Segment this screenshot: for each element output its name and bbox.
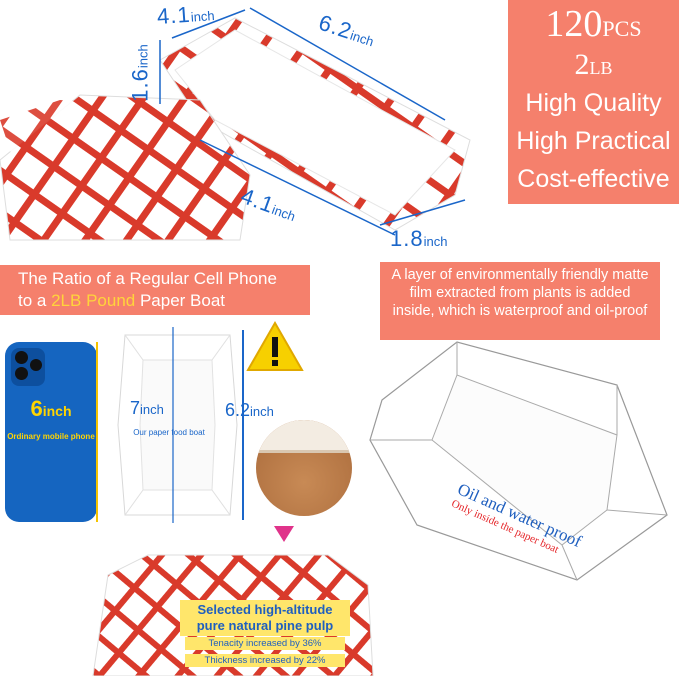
dim-height-unit: inch [135,44,151,69]
dim-bottom-width-unit: inch [269,201,298,225]
ratio-banner-highlight: 2LB Pound [51,291,136,310]
dim-top-width-unit: inch [190,8,216,25]
dim-top-width-value: 4.1 [156,1,192,29]
pulp-texture-image [256,420,352,516]
pulp-tenacity: Tenacity increased by 36% [185,637,345,650]
boat-length-unit: inch [140,402,164,417]
pulp-thickness: Thickness increased by 22% [185,654,345,667]
ratio-banner-prefix: to a [18,291,52,310]
dim-top-length-unit: inch [348,27,376,50]
promo-box: 120PCS 2LB High Quality High Practical C… [508,0,679,204]
phone-caption: Ordinary mobile phone [7,432,95,441]
boat-length-value: 7 [130,398,141,418]
phone-size-value: 6 [30,396,43,421]
promo-weight-unit: LB [589,58,613,78]
promo-feature-quality: High Quality [525,89,662,117]
warning-icon [246,320,304,371]
promo-count-value: 120 [545,3,603,45]
promo-count-unit: PCS [602,16,642,41]
phone-image: 6inch Ordinary mobile phone [5,342,97,522]
dim-bottom-height-unit: inch [423,234,448,249]
camera-module-icon [11,348,45,386]
boat-width-value: 6.2 [225,400,251,420]
dim-height: 1.6inch [128,44,154,101]
boat-width-unit: inch [250,404,274,419]
ratio-banner-line1: The Ratio of a Regular Cell Phone [18,269,277,288]
ratio-banner: The Ratio of a Regular Cell Phone to a 2… [0,265,310,315]
promo-feature-practical: High Practical [516,127,671,155]
top-boat-illustration [0,7,471,241]
pulp-headline-line1: Selected high-altitude [197,602,333,617]
boat-width: 6.2inch [225,400,274,421]
ratio-banner-line2: to a 2LB Pound Paper Boat [18,290,310,312]
film-note-text: A layer of environmentally friendly matt… [391,267,649,319]
phone-measure-line [96,342,98,522]
promo-feature-cost: Cost-effective [517,165,670,193]
ratio-banner-suffix: Paper Boat [135,291,226,310]
boat-length: 7inch [130,398,164,419]
dim-bottom-height-value: 1.8 [390,226,424,251]
boat-caption: Our paper food boat [133,428,205,437]
film-note: A layer of environmentally friendly matt… [380,262,660,340]
oil-water-boat-illustration [369,341,668,581]
boat-compare-illustration [117,327,238,523]
dim-height-value: 1.6 [127,68,153,102]
pulp-headline-line2: pure natural pine pulp [196,618,334,633]
pulp-headline: Selected high-altitude pure natural pine… [180,600,350,636]
dim-bottom-height: 1.8inch [390,226,447,252]
dim-top-width: 4.1inch [156,0,215,30]
promo-weight: 2LB [508,49,679,84]
boat-width-line [242,330,244,520]
down-arrow-icon [274,526,294,542]
phone-size-unit: inch [42,403,72,419]
promo-weight-value: 2 [574,48,590,81]
phone-size: 6inch [5,396,97,422]
promo-count: 120PCS [508,0,679,49]
